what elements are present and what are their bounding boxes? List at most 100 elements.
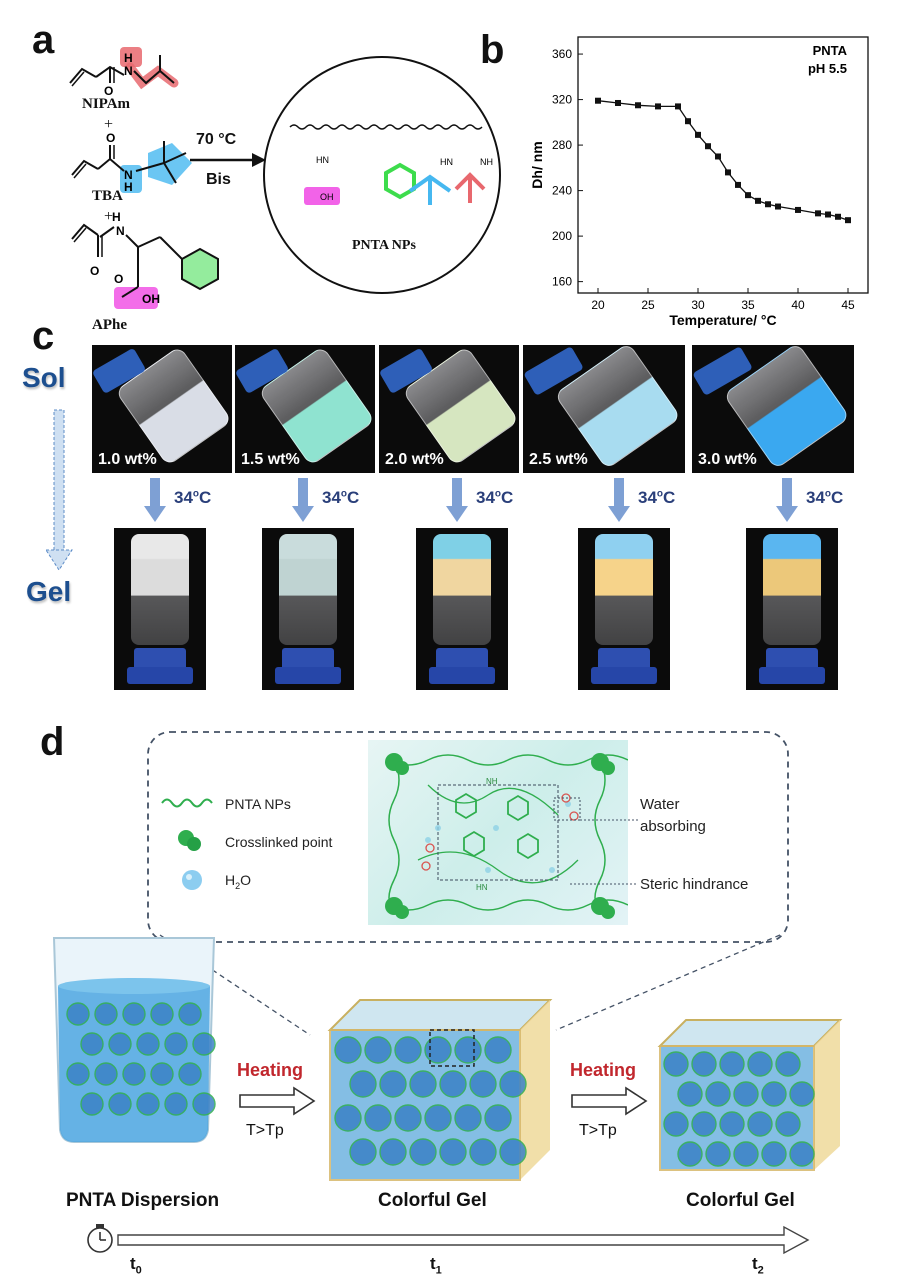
transition-temp-label: 34oC: [174, 488, 212, 507]
data-point: [775, 203, 781, 210]
nanoparticle: [192, 1032, 216, 1056]
panel-c-letter: c: [32, 314, 55, 358]
nanoparticle: [66, 1062, 90, 1086]
reaction-scheme: O H N O N H O H N: [69, 47, 501, 309]
network-illustration: NH HN: [368, 740, 628, 925]
sol-photo: 2.5 wt%: [523, 345, 685, 473]
water-absorbing-line2: absorbing: [640, 818, 706, 835]
gel-cube-large: [327, 999, 553, 1181]
product-nh: NH: [480, 157, 493, 167]
product-hn-2: HN: [440, 157, 453, 167]
data-point: [745, 192, 751, 199]
transition-temp-label: 34oC: [476, 488, 514, 507]
nanoparticle: [136, 1032, 160, 1056]
nanoparticle: [677, 1081, 703, 1107]
nanoparticle: [424, 1104, 452, 1132]
x-tick-label: 35: [741, 298, 755, 312]
x-axis-label: Temperature/ °C: [669, 312, 776, 328]
x-tick-label: 45: [841, 298, 855, 312]
legend-nps-icon: [161, 798, 213, 808]
nanoparticle: [484, 1036, 512, 1064]
sol-photo: 3.0 wt%: [692, 345, 854, 473]
y-tick-label: 200: [552, 229, 572, 243]
nanoparticle: [364, 1036, 392, 1064]
nanoparticle: [394, 1104, 422, 1132]
nanoparticle: [80, 1092, 104, 1116]
y-tick-label: 160: [552, 275, 572, 289]
heating-label-1: Heating: [237, 1060, 304, 1080]
nanoparticle: [469, 1138, 497, 1166]
aphe-h: H: [112, 210, 121, 224]
nanoparticle: [164, 1032, 188, 1056]
gel-photo: [578, 528, 670, 690]
time-t0: t0: [130, 1254, 142, 1277]
data-point: [715, 153, 721, 160]
x-tick-label: 25: [641, 298, 655, 312]
gel-cube-small: [657, 1019, 843, 1171]
nanoparticle: [192, 1092, 216, 1116]
nipam-structure: O H N: [69, 47, 179, 98]
nanoparticle: [775, 1111, 801, 1137]
nanoparticle: [469, 1070, 497, 1098]
plus-2: +: [104, 208, 114, 225]
nanoparticle: [334, 1036, 362, 1064]
nanoparticle: [663, 1051, 689, 1077]
nanoparticle: [719, 1111, 745, 1137]
sol-gel-arrow: [45, 409, 73, 571]
beaker-illustration: [52, 937, 216, 1143]
nanoparticle: [80, 1032, 104, 1056]
legend-crosslink-label: Crosslinked point: [225, 834, 333, 850]
nanoparticle: [705, 1141, 731, 1167]
data-point: [615, 99, 621, 106]
tba-h: H: [124, 180, 133, 194]
data-point: [595, 97, 601, 104]
tba-structure: O N H: [71, 131, 192, 194]
time-t2: t2: [752, 1254, 764, 1277]
nanoparticle: [775, 1051, 801, 1077]
concentration-label: 3.0 wt%: [698, 451, 757, 468]
data-point: [755, 197, 761, 204]
monomer-aphe-label: APhe: [92, 317, 127, 333]
heating-down-arrow: [446, 478, 468, 522]
nanoparticle: [94, 1002, 118, 1026]
nanoparticle: [409, 1070, 437, 1098]
steric-hindrance-label: Steric hindrance: [640, 876, 749, 893]
condition-label-2: T>Tp: [579, 1122, 617, 1139]
aphe-o: O: [90, 264, 99, 278]
nanoparticle: [677, 1141, 703, 1167]
transition-temp-label: 34oC: [806, 488, 844, 507]
network-hn-label: HN: [476, 883, 488, 892]
nanoparticle: [409, 1138, 437, 1166]
data-point: [835, 213, 841, 220]
panel-a-letter: a: [32, 18, 55, 62]
heating-arrow-2[interactable]: [570, 1086, 650, 1116]
nanoparticle: [108, 1092, 132, 1116]
nanoparticle: [733, 1141, 759, 1167]
nanoparticle: [394, 1036, 422, 1064]
nanoparticle: [379, 1070, 407, 1098]
condition-label-1: T>Tp: [246, 1122, 284, 1139]
concentration-label: 1.0 wt%: [98, 451, 157, 468]
nanoparticle: [150, 1062, 174, 1086]
nanoparticle: [108, 1032, 132, 1056]
nanoparticle: [454, 1036, 482, 1064]
heating-arrow-1[interactable]: [238, 1086, 318, 1116]
nanoparticle: [349, 1070, 377, 1098]
reaction-crosslinker: Bis: [206, 171, 231, 188]
stage-caption-gel-2: Colorful Gel: [686, 1190, 795, 1211]
gel-photo: [746, 528, 838, 690]
nanoparticle: [733, 1081, 759, 1107]
y-tick-label: 320: [552, 93, 572, 107]
stage-caption-dispersion: PNTA Dispersion: [66, 1190, 220, 1211]
legend-water-icon: [182, 870, 202, 890]
chart-annotation-2: pH 5.5: [808, 61, 847, 76]
heating-down-arrow: [144, 478, 166, 522]
gel-photo: [416, 528, 508, 690]
nanoparticle: [789, 1141, 815, 1167]
nipam-h: H: [124, 51, 133, 65]
heating-down-arrow: [776, 478, 798, 522]
timeline-arrow: [117, 1225, 810, 1255]
nanoparticle: [178, 1002, 202, 1026]
data-point: [815, 210, 821, 217]
